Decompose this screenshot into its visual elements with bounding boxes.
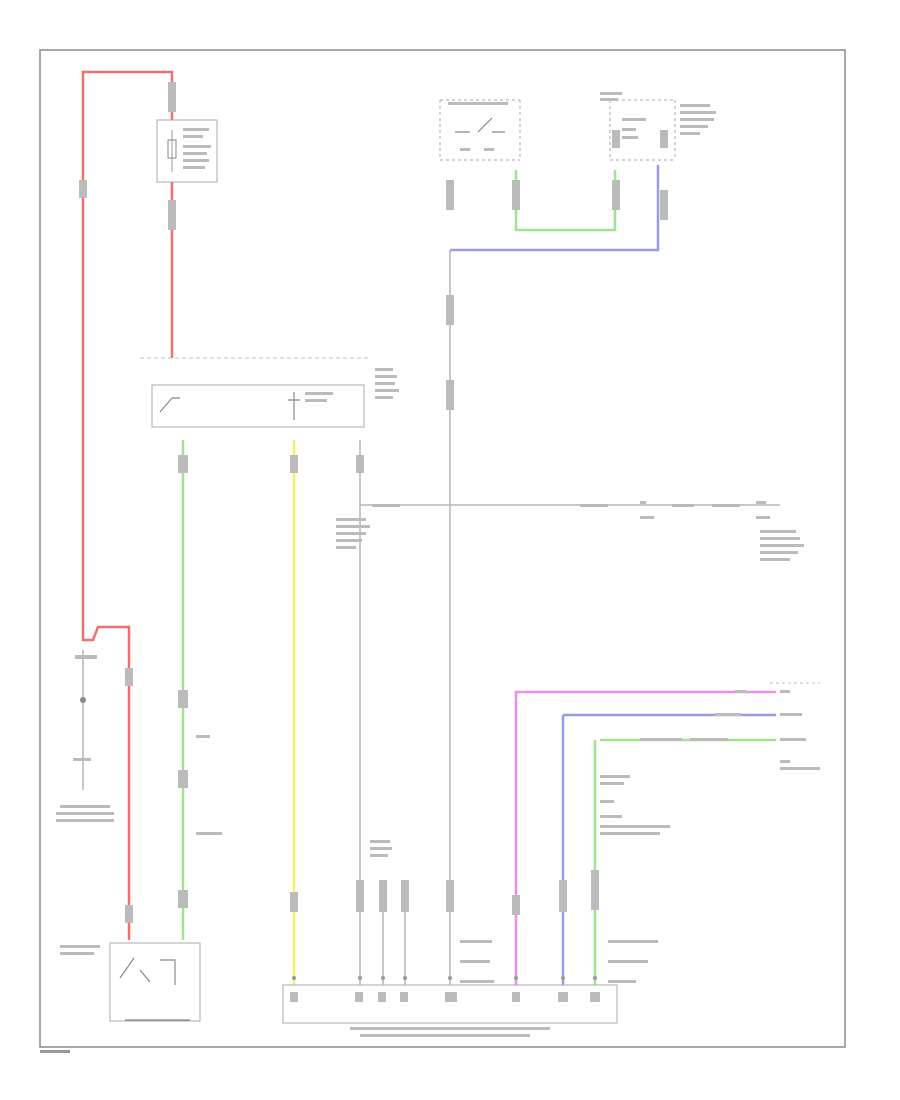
green-wire-labels (178, 455, 222, 908)
engine-control-module (600, 92, 716, 161)
footer-code (40, 1050, 70, 1053)
switch-icon (119, 957, 151, 983)
gray-wires (82, 250, 780, 985)
wire-labels-bottom (79, 82, 668, 923)
red-wire (81, 70, 174, 940)
green-wire (181, 170, 776, 985)
starter-relay (60, 942, 201, 1022)
powertrain-control-module (282, 840, 658, 1037)
fuse-icon (167, 139, 177, 159)
relay-coil-icon (160, 959, 176, 985)
magenta-wire (514, 690, 776, 985)
ground-symbol (56, 655, 114, 822)
brake-switch-box (439, 99, 521, 161)
diagram-frame (39, 49, 846, 1048)
relay-icon (288, 392, 300, 420)
switch-icon (159, 397, 180, 413)
blue-wire (450, 165, 776, 985)
transmission-range-sensor (600, 682, 820, 835)
switch-icon (455, 117, 505, 133)
fuse-box (156, 119, 218, 183)
can-bus-labels (336, 501, 804, 561)
battery-junction-box (140, 357, 399, 428)
